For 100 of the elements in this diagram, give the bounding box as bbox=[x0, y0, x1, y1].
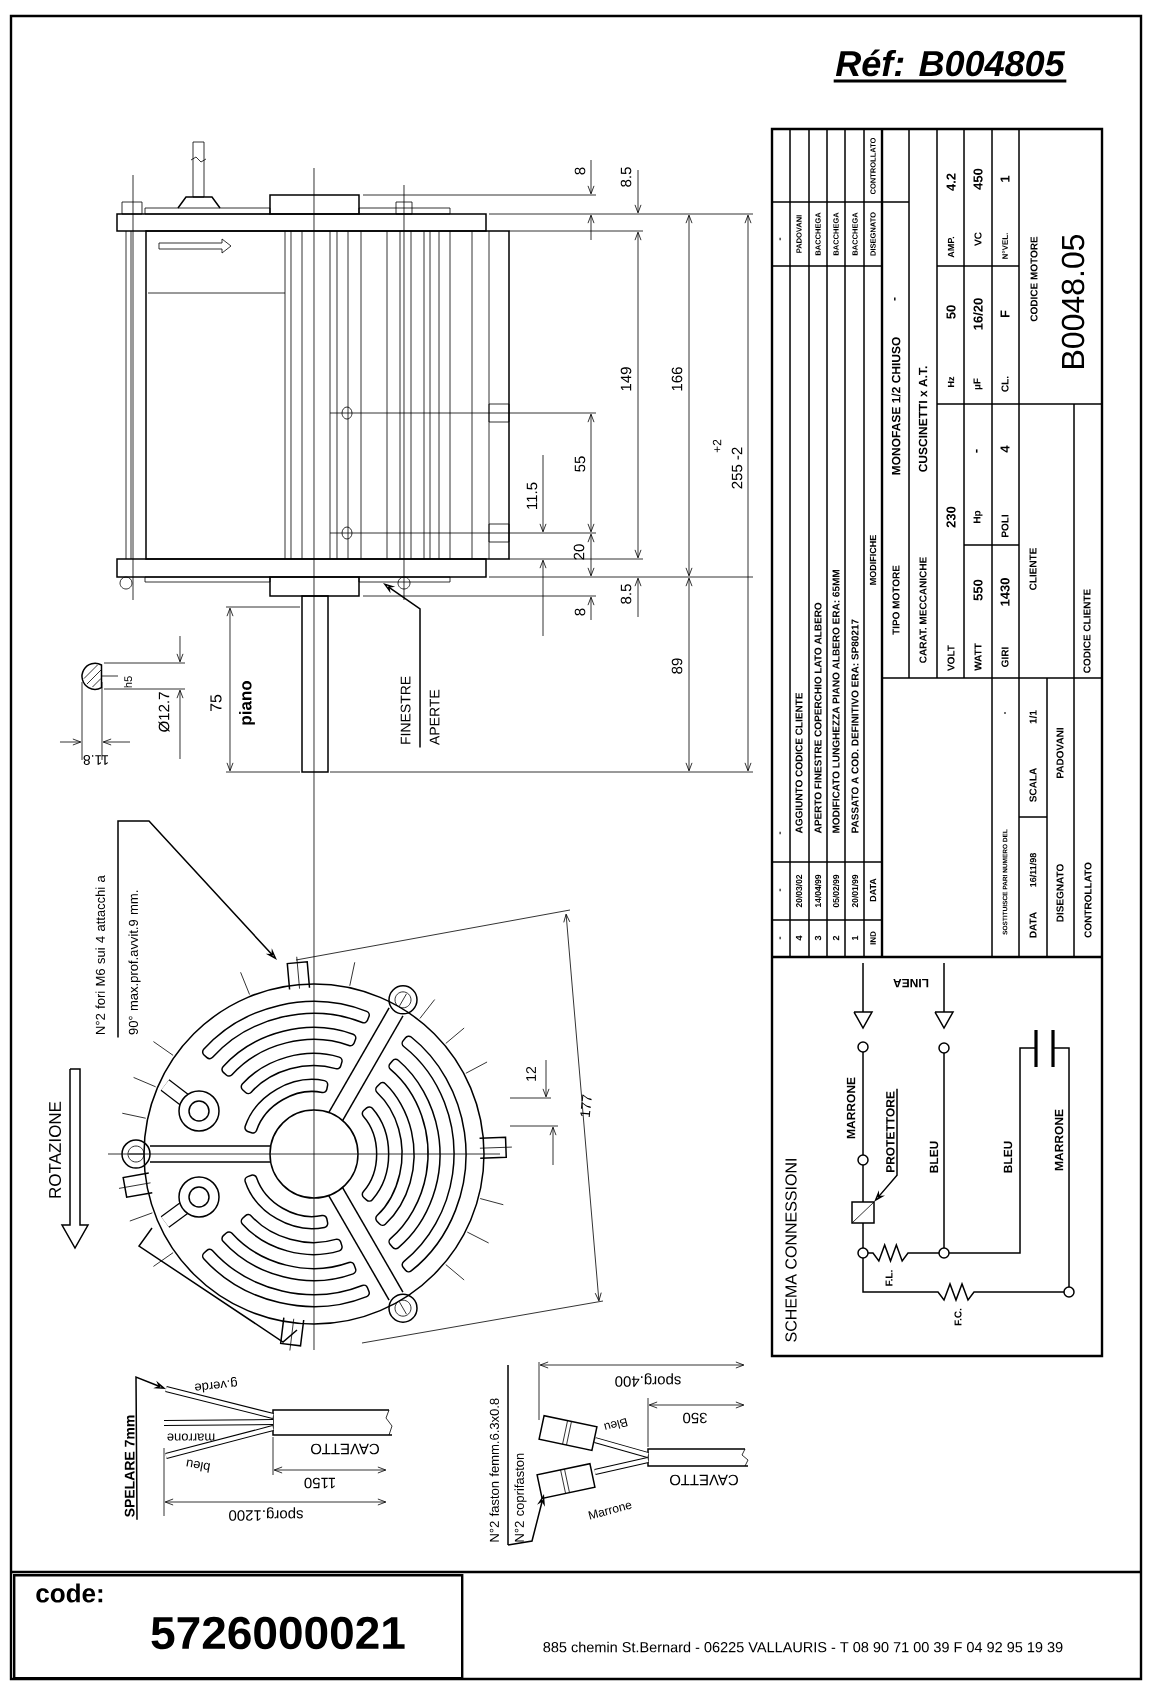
dimension-value: sporg.1200 bbox=[229, 1507, 304, 1521]
table-cell-text: 50 bbox=[946, 305, 956, 319]
dimension-value: 8 bbox=[574, 167, 586, 175]
reference-number: Réf: B004805 bbox=[833, 49, 1067, 83]
dimension-value: 11.8 bbox=[83, 755, 109, 765]
dimension-value: 11.5 bbox=[526, 482, 538, 509]
table-cell-text: N°VEL. bbox=[1002, 233, 1008, 259]
dimension-value: 255 -2 bbox=[731, 447, 743, 489]
wire-label: Bleu bbox=[604, 1418, 628, 1430]
table-cell-text: MONOFASE 1/2 CHIUSO bbox=[891, 337, 901, 475]
dimension-value: 149 bbox=[620, 367, 632, 391]
wire-label: Marrone bbox=[588, 1502, 632, 1520]
table-cell-text: TIPO MOTORE bbox=[892, 565, 900, 635]
table-cell-text: - bbox=[779, 831, 781, 835]
table-cell-text: AGGIUNTO CODICE CLIENTE bbox=[795, 692, 803, 834]
dimension-value: sporg.400 bbox=[615, 1373, 681, 1387]
schema-title: SCHEMA CONNESSIONI bbox=[785, 1159, 797, 1342]
table-cell-text: 05/02/99 bbox=[832, 874, 840, 908]
table-cell-text: APERTO FINESTRE COPERCHIO LATO ALBERO bbox=[814, 602, 822, 834]
table-cell-text: CLIENTE bbox=[1029, 548, 1037, 590]
table-cell-text: CL. bbox=[1001, 376, 1009, 392]
code-box: code: 5726000021 bbox=[13, 1574, 464, 1680]
table-cell-text: - bbox=[975, 449, 978, 453]
wire-label: MARRONE bbox=[1054, 1109, 1064, 1171]
dimension-value: 350 bbox=[683, 1412, 707, 1424]
table-cell-text: 1430 bbox=[1000, 578, 1010, 606]
dimension-value: Ø12.7 bbox=[158, 692, 170, 732]
table-cell-text: µF bbox=[973, 378, 983, 390]
dimension-value: 8 bbox=[574, 608, 586, 616]
component-label: F.C. bbox=[954, 1308, 962, 1326]
table-cell-text: DATA bbox=[1029, 912, 1037, 938]
table-cell-text: - bbox=[779, 888, 781, 892]
table-cell-text: GIRI bbox=[1001, 647, 1009, 667]
dimension-value: 8.5 bbox=[620, 584, 632, 604]
table-cell-text: PASSATO A COD. DEFINITIVO ERA: SP80217 bbox=[851, 619, 859, 833]
table-cell-text: Hz bbox=[947, 376, 955, 387]
table-cell-text: CONTROLLATO bbox=[1084, 862, 1092, 938]
rotation-label: ROTAZIONE bbox=[49, 1101, 61, 1198]
dimension-value: 8.5 bbox=[620, 167, 632, 187]
dimension-note: piano bbox=[239, 681, 255, 725]
table-cell-text: 450 bbox=[973, 168, 983, 190]
wire-label: LINEA bbox=[893, 978, 929, 988]
dimension-value: h5 bbox=[123, 676, 133, 688]
table-cell-text: 20/03/02 bbox=[795, 874, 803, 908]
table-cell-text: 20/01/99 bbox=[851, 874, 859, 908]
table-cell-text: CUSCINETTI x A.T. bbox=[918, 366, 928, 472]
table-cell-text: - bbox=[894, 297, 896, 301]
table-cell-text: 4 bbox=[1000, 445, 1010, 453]
table-cell-text: SCALA bbox=[1029, 768, 1037, 802]
wire-label: g.verde bbox=[195, 1377, 238, 1393]
table-cell-text: WATT bbox=[974, 643, 982, 671]
table-cell-text: . bbox=[1004, 712, 1006, 714]
address-text: 885 chemin St.Bernard - 06225 VALLAURIS - T 08 90 71 00 39 F 04 92 95 19 39 bbox=[543, 1641, 1063, 1653]
leader-line bbox=[117, 820, 277, 1039]
component-label: F.L. bbox=[885, 1270, 893, 1286]
table-cell-text: VC bbox=[974, 232, 982, 246]
note-text: N°2 fori M6 sui 4 attacchi a 90° max.prof.avvit.9 mm. bbox=[95, 875, 141, 1035]
table-cell-text: CODICE MOTORE bbox=[1030, 236, 1038, 322]
table-cell-text: AMP. bbox=[947, 236, 955, 258]
dimension-value: 89 bbox=[671, 658, 683, 674]
note-text: SPELARE 7mm bbox=[124, 1415, 135, 1517]
table-cell-text: 2 bbox=[832, 935, 840, 941]
dimension-value: 166 bbox=[671, 367, 683, 391]
table-cell-text: 1/1 bbox=[1029, 710, 1037, 724]
wire-label: BLEU bbox=[1003, 1141, 1013, 1173]
note-text: PROTETTORE bbox=[886, 1091, 895, 1173]
table-cell-text: 16/20 bbox=[973, 298, 983, 330]
table-cell-text: 1 bbox=[1000, 175, 1010, 182]
wire-label: BLEU bbox=[929, 1141, 939, 1173]
table-cell-text: MODIFICHE bbox=[869, 535, 877, 585]
wire-label: marrone bbox=[167, 1433, 215, 1441]
dimension-value: 177 bbox=[580, 1094, 592, 1118]
table-cell-text: POLI bbox=[1001, 515, 1009, 537]
table-cell-text: - bbox=[779, 237, 781, 241]
dimension-value: 75 bbox=[210, 694, 222, 712]
wire-label: MARRONE bbox=[846, 1077, 856, 1139]
table-cell-text: DATA bbox=[869, 878, 877, 902]
table-cell-text: CARAT. MECCANICHE bbox=[919, 557, 927, 663]
dimension-value: 55 bbox=[574, 456, 586, 472]
note-text: N°2 faston femm.6.3x0.8 N°2 coprifaston bbox=[489, 1398, 527, 1542]
table-cell-text: 1 bbox=[851, 935, 859, 940]
table-cell-text: PADOVANI bbox=[1056, 728, 1064, 778]
table-cell-text: - bbox=[779, 936, 781, 940]
table-cell-text: CODICE CLIENTE bbox=[1083, 589, 1091, 673]
table-cell-text: 4.2 bbox=[946, 173, 956, 191]
dimension-value: 12 bbox=[526, 1066, 536, 1081]
table-cell-text: IND bbox=[870, 931, 876, 945]
table-cell-text: 4 bbox=[795, 935, 803, 941]
note-text: FINESTRE APERTE bbox=[400, 676, 440, 745]
wire-label: CAVETTO bbox=[670, 1474, 738, 1486]
dimension-value: +2 bbox=[712, 439, 722, 453]
table-cell-text: 230 bbox=[946, 506, 956, 528]
wire-label: bleu bbox=[186, 1459, 211, 1473]
table-cell-text: 550 bbox=[973, 579, 983, 601]
dimension-value: 1150 bbox=[304, 1477, 335, 1489]
table-cell-text: DISEGNATO bbox=[1056, 864, 1064, 922]
table-cell-text: F bbox=[1000, 310, 1010, 318]
table-cell-text: VOLT bbox=[947, 645, 955, 671]
table-cell-text: 16/11/98 bbox=[1029, 853, 1037, 887]
table-cell-text: 3 bbox=[814, 935, 822, 941]
